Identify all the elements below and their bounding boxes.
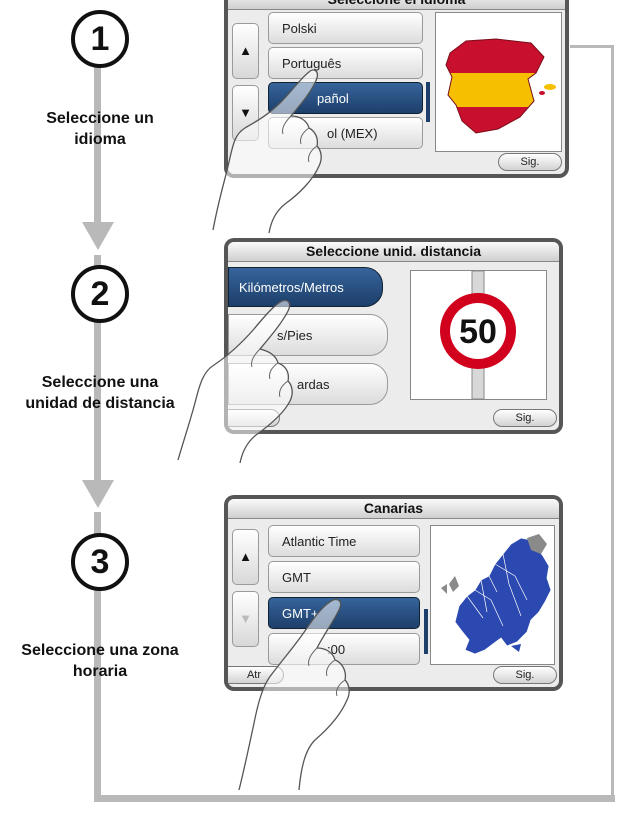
step-1-number: 1 xyxy=(71,10,129,68)
timezone-item-next[interactable]: :00 xyxy=(268,633,420,665)
screen-timezone: Canarias ▲ ▼ Atlantic Time GMT GMT+ :00 … xyxy=(228,499,559,687)
language-item-portugues[interactable]: Português xyxy=(268,47,423,79)
timezone-preview xyxy=(430,525,555,665)
distance-preview: 50 xyxy=(410,270,547,400)
next-button-step-2[interactable]: Sig. xyxy=(493,409,557,427)
flow-line-segment-1 xyxy=(94,40,101,228)
timezone-item-gmt-plus[interactable]: GMT+ xyxy=(268,597,420,629)
pointing-hand-icon-2 xyxy=(177,299,293,464)
timezone-item-gmt[interactable]: GMT xyxy=(268,561,420,593)
flow-line-segment-3 xyxy=(94,512,101,802)
timezone-scrollbar[interactable] xyxy=(424,609,428,654)
flow-line-right xyxy=(611,45,614,800)
step-1-caption-line1: Seleccione un xyxy=(46,110,154,127)
step-3-caption: Seleccione una zona horaria xyxy=(0,640,200,682)
spain-flag-map-icon xyxy=(445,38,556,134)
next-button-step-1[interactable]: Sig. xyxy=(498,153,562,171)
speed-limit-value: 50 xyxy=(459,313,497,351)
distance-item-kilometros[interactable]: Kilómetros/Metros xyxy=(228,267,383,307)
language-scrollbar[interactable] xyxy=(426,82,430,122)
language-item-polski[interactable]: Polski xyxy=(268,12,423,44)
scroll-up-button[interactable]: ▲ xyxy=(232,23,259,79)
device-screen-timezone: Canarias ▲ ▼ Atlantic Time GMT GMT+ :00 … xyxy=(224,495,563,691)
screen-title-timezone: Canarias xyxy=(228,499,559,519)
pointing-hand-icon-3 xyxy=(238,598,350,791)
arrow-down-icon-2 xyxy=(82,480,114,508)
step-2-caption: Seleccione una unidad de distancia xyxy=(0,372,200,414)
step-1-caption-line2: idioma xyxy=(74,131,126,148)
scroll-up-button-tz[interactable]: ▲ xyxy=(232,529,259,585)
flow-line-segment-2 xyxy=(94,255,101,485)
screen-title-language: Seleccione el idioma xyxy=(228,0,565,10)
device-screen-distance: Seleccione unid. distancia Kilómetros/Me… xyxy=(224,238,563,434)
arrow-down-icon-1 xyxy=(82,222,114,250)
pointing-hand-icon-1 xyxy=(212,69,322,233)
scroll-down-button-tz[interactable]: ▼ xyxy=(232,591,259,647)
step-2-caption-line2: unidad de distancia xyxy=(25,395,175,412)
step-3-caption-line1: Seleccione una zona xyxy=(21,642,179,659)
step-1-caption: Seleccione un idioma xyxy=(10,108,190,150)
next-button-step-3[interactable]: Sig. xyxy=(493,666,557,684)
flow-line-top-right xyxy=(570,45,614,48)
language-preview xyxy=(435,12,562,152)
speed-limit-sign-icon: 50 xyxy=(440,270,516,400)
timezone-item-atlantic[interactable]: Atlantic Time xyxy=(268,525,420,557)
step-2-number: 2 xyxy=(71,265,129,323)
step-2-caption-line1: Seleccione una xyxy=(41,374,159,391)
europe-map-icon xyxy=(441,534,552,655)
step-3-caption-line2: horaria xyxy=(72,663,128,680)
screen-title-distance: Seleccione unid. distancia xyxy=(228,242,559,262)
step-3-number: 3 xyxy=(71,533,129,591)
flow-line-bottom xyxy=(94,795,615,802)
